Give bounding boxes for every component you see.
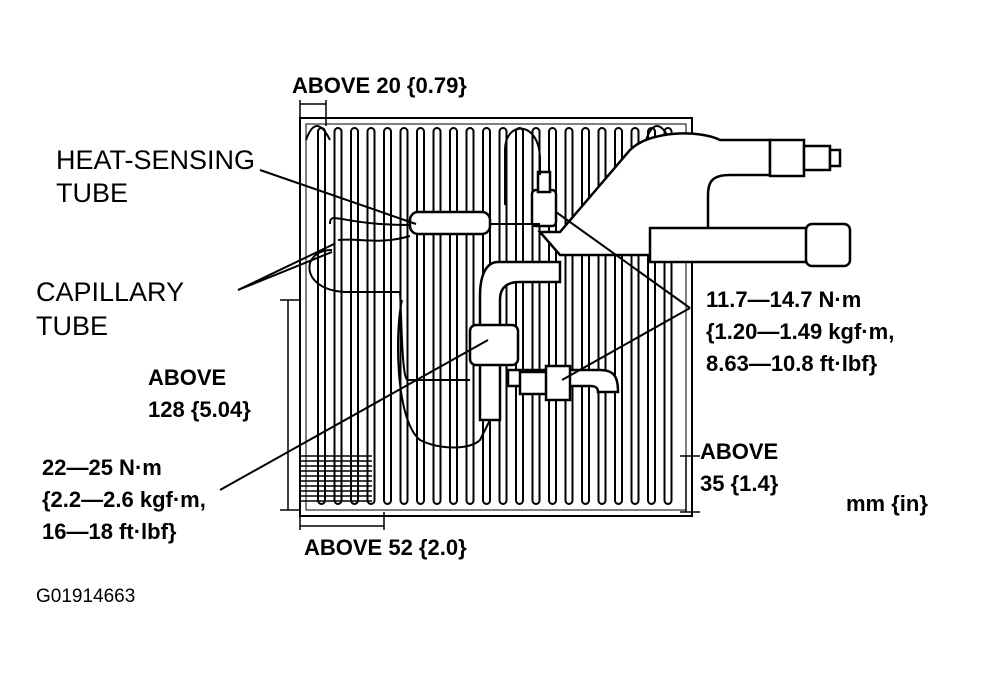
fin-column — [581, 127, 590, 505]
torque-right-line2: {1.20—1.49 kgf·m, — [706, 319, 895, 344]
fin-column — [449, 127, 458, 505]
torque-right-line1: 11.7—14.7 N·m — [706, 287, 862, 312]
heat-sensing-tube-label-line2: TUBE — [56, 178, 129, 208]
fin-column — [432, 127, 442, 505]
leader-lines — [219, 169, 691, 491]
outlet-nut — [802, 144, 832, 172]
figure-code: G01914663 — [36, 586, 136, 607]
fin-column — [515, 127, 524, 505]
top-fitting-cap — [536, 170, 552, 194]
capillary-tube-label-line2: TUBE — [36, 311, 109, 341]
dimension-label-top: ABOVE 20 {0.79} — [292, 73, 467, 98]
torque-right-line3: 8.63—10.8 ft·lbf} — [706, 351, 878, 376]
capillary-tube — [308, 127, 541, 449]
expansion-valve-body — [468, 323, 520, 367]
fin-column — [548, 127, 557, 505]
core-frame-inner — [305, 123, 687, 511]
fin-column — [383, 127, 392, 505]
fin-column — [564, 127, 574, 505]
outlet-tip — [828, 148, 842, 168]
fin-column — [366, 127, 376, 505]
top-tank-left — [305, 125, 331, 141]
torque-left-line3: 16—18 ft·lbf} — [42, 519, 177, 544]
fin-column — [531, 127, 541, 505]
dimension-bottom: ABOVE 52 {2.0} — [304, 535, 467, 560]
dimension-right-line1: ABOVE — [700, 439, 779, 464]
valve-nut-right — [544, 364, 572, 402]
dimension-left-line1: ABOVE — [148, 365, 227, 390]
fin-column — [317, 127, 326, 505]
inlet-pipe — [648, 226, 812, 264]
dimension-lines — [280, 100, 700, 530]
fin-column — [614, 127, 623, 505]
inlet-cap — [804, 222, 852, 268]
outlet-fitting — [768, 138, 806, 178]
fin-column — [416, 127, 425, 505]
fin-column — [465, 127, 475, 505]
fin-column — [350, 127, 359, 505]
fin-column — [333, 127, 343, 505]
main-loop-pipe — [478, 260, 562, 422]
fin-column — [663, 127, 673, 505]
units-label: mm {in} — [846, 491, 928, 516]
top-fitting — [530, 188, 558, 228]
core-frame — [299, 117, 693, 517]
fin-hatching — [300, 455, 372, 502]
capillary-tube-label-line1: CAPILLARY — [36, 277, 185, 307]
torque-left-line1: 22—25 N·m — [42, 455, 162, 480]
dimension-left-line2: 128 {5.04} — [148, 397, 251, 422]
fin-column — [597, 127, 607, 505]
heat-sensing-bulb — [408, 210, 492, 236]
piping — [408, 132, 852, 422]
dimension-right-line2: 35 {1.4} — [700, 471, 779, 496]
heat-sensing-tube-label-line1: HEAT-SENSING — [56, 145, 256, 175]
fin-column — [630, 127, 640, 505]
torque-left-line2: {2.2—2.6 kgf·m, — [42, 487, 206, 512]
